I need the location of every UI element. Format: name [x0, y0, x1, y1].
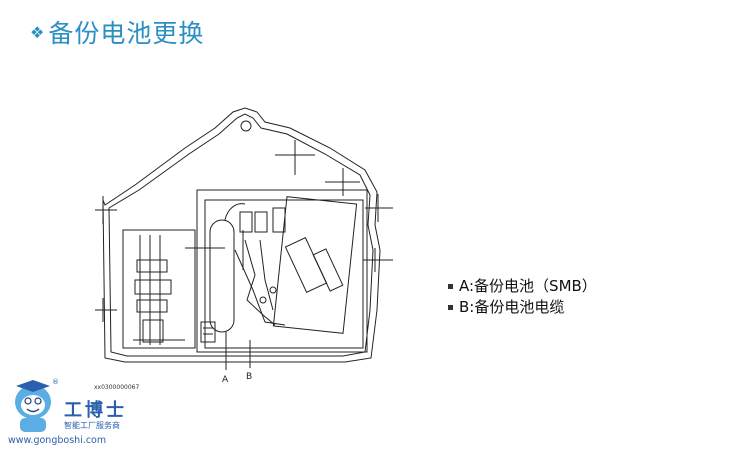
mascot-icon: [15, 380, 51, 432]
brand-tagline: 智能工厂服务商: [64, 421, 120, 430]
legend-item: B:备份电池电缆: [448, 297, 597, 318]
housing-outline: [102, 107, 381, 363]
legend: A:备份电池（SMB） B:备份电池电缆: [448, 276, 597, 318]
controller-battery-diagram: A B: [95, 107, 393, 385]
backup-battery: [209, 219, 235, 333]
legend-label-b: B:备份电池电缆: [459, 298, 565, 316]
part-code: xx0300000067: [94, 384, 140, 391]
square-bullet-icon: [448, 284, 453, 289]
circuit-board: [272, 196, 358, 334]
left-compartment: [122, 229, 196, 349]
mounting-hole: [240, 120, 252, 132]
watermark-logo: ® 工博士 智能工厂服务商 www.gongboshi.com: [8, 378, 138, 453]
brand-name: 工博士: [64, 400, 127, 421]
label-b: B: [246, 372, 252, 382]
brand-url: www.gongboshi.com: [8, 435, 107, 446]
legend-label-a: A:备份电池（SMB）: [459, 277, 597, 295]
legend-item: A:备份电池（SMB）: [448, 276, 597, 297]
label-a: A: [222, 375, 229, 385]
square-bullet-icon: [448, 305, 453, 310]
right-compartment: [196, 189, 368, 353]
slide-title-text: 备份电池更换: [48, 19, 205, 48]
registered-mark: ®: [52, 378, 59, 386]
slide-title: ❖ 备份电池更换: [30, 14, 204, 50]
diamond-bullet-icon: ❖: [30, 22, 45, 42]
